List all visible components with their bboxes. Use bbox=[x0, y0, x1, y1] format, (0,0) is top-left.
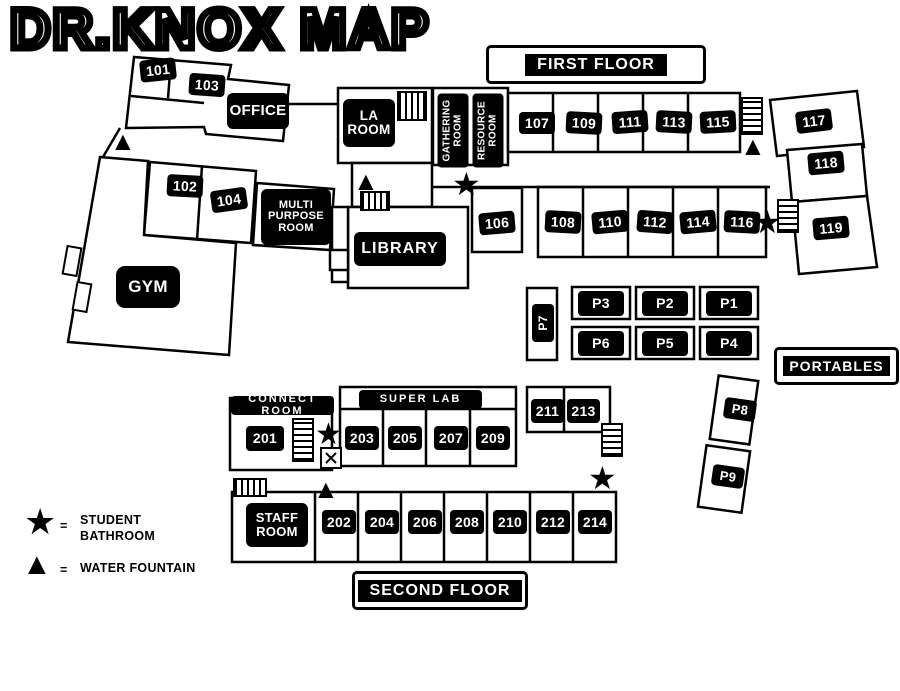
wall-superlab-interior bbox=[340, 407, 516, 466]
room-label-207: 207 bbox=[434, 426, 468, 450]
room-label-212: 212 bbox=[536, 510, 570, 534]
room-label-203: 203 bbox=[345, 426, 379, 450]
room-label-113: 113 bbox=[655, 110, 693, 134]
room-label-101: 101 bbox=[138, 57, 178, 83]
wall-lower-dividers bbox=[356, 492, 575, 562]
stairs-icon bbox=[233, 478, 267, 497]
second-floor-banner: SECOND FLOOR bbox=[352, 571, 528, 610]
water-fountain-icon: ▲ bbox=[110, 126, 136, 156]
room-label-office: OFFICE bbox=[227, 93, 289, 129]
wall-small-box bbox=[328, 248, 350, 272]
room-label-106: 106 bbox=[478, 210, 516, 236]
room-label-210: 210 bbox=[493, 510, 527, 534]
wall-office-gym-link bbox=[101, 127, 122, 158]
room-label-p4: P4 bbox=[706, 331, 752, 356]
room-label-107: 107 bbox=[519, 112, 555, 134]
room-label-multi-purpose: MULTI PURPOSE ROOM bbox=[261, 189, 331, 245]
wall-gym bbox=[66, 155, 238, 357]
first-floor-banner: FIRST FLOOR bbox=[486, 45, 706, 84]
stairs-icon bbox=[741, 97, 763, 135]
room-label-214: 214 bbox=[578, 510, 612, 534]
room-label-103: 103 bbox=[188, 72, 226, 98]
room-label-p8: P8 bbox=[722, 396, 758, 423]
room-label-202: 202 bbox=[322, 510, 356, 534]
room-label-115: 115 bbox=[699, 110, 737, 134]
room-label-204: 204 bbox=[365, 510, 399, 534]
legend-triangle-icon: ▲ bbox=[22, 548, 52, 581]
student-bathroom-icon: ★ bbox=[315, 418, 342, 451]
room-label-109: 109 bbox=[565, 111, 603, 135]
room-label-connect-room: CONNECT ROOM bbox=[231, 393, 334, 416]
room-label-super-lab: SUPER LAB bbox=[359, 390, 482, 409]
legend-equals: = bbox=[60, 563, 68, 577]
room-label-209: 209 bbox=[476, 426, 510, 450]
stairs-icon bbox=[360, 191, 390, 211]
room-label-118: 118 bbox=[807, 150, 845, 176]
room-label-gathering-room: GATHERING ROOM bbox=[437, 93, 469, 168]
room-label-resource-room: RESOURCE ROOM bbox=[472, 93, 504, 168]
legend-star-icon: ★ bbox=[24, 501, 57, 542]
room-label-119: 119 bbox=[812, 215, 850, 241]
room-label-la-room: LA ROOM bbox=[343, 99, 395, 147]
room-label-staff-room: STAFF ROOM bbox=[246, 503, 308, 547]
room-label-p2: P2 bbox=[642, 291, 688, 316]
portables-banner: PORTABLES bbox=[774, 347, 899, 385]
room-label-p7: P7 bbox=[532, 304, 554, 342]
legend-equals: = bbox=[60, 519, 68, 533]
legend-student-bathroom-label: STUDENT BATHROOM bbox=[80, 513, 156, 544]
student-bathroom-icon: ★ bbox=[588, 460, 617, 496]
water-fountain-icon: ▲ bbox=[740, 131, 766, 161]
second-floor-banner-label: SECOND FLOOR bbox=[357, 579, 523, 602]
portables-banner-label: PORTABLES bbox=[783, 356, 890, 376]
room-label-201: 201 bbox=[246, 426, 284, 451]
room-label-213: 213 bbox=[567, 399, 600, 423]
room-label-p5: P5 bbox=[642, 331, 688, 356]
x-marker-glyph bbox=[325, 452, 337, 464]
room-label-114: 114 bbox=[679, 209, 717, 235]
room-label-111: 111 bbox=[611, 109, 649, 135]
legend-water-fountain-label: WATER FOUNTAIN bbox=[80, 561, 196, 575]
room-label-205: 205 bbox=[388, 426, 422, 450]
student-bathroom-icon: ★ bbox=[452, 166, 481, 202]
room-label-206: 206 bbox=[408, 510, 442, 534]
stairs-icon bbox=[777, 199, 799, 233]
room-label-102: 102 bbox=[166, 174, 204, 198]
water-fountain-icon: ▲ bbox=[353, 166, 379, 196]
room-label-p9: P9 bbox=[710, 463, 746, 490]
stairs-icon bbox=[292, 418, 314, 462]
map-title: DR.KNOX MAP bbox=[6, 0, 431, 64]
student-bathroom-icon: ★ bbox=[753, 204, 782, 240]
room-label-211: 211 bbox=[531, 399, 564, 423]
room-label-117: 117 bbox=[794, 107, 834, 135]
water-fountain-icon: ▲ bbox=[313, 474, 339, 504]
room-label-p6: P6 bbox=[578, 331, 624, 356]
stairs-icon bbox=[601, 423, 623, 457]
stairs-icon bbox=[397, 91, 427, 121]
room-label-110: 110 bbox=[591, 209, 629, 235]
room-label-gym: GYM bbox=[116, 266, 180, 308]
room-label-library: LIBRARY bbox=[354, 232, 446, 266]
first-floor-banner-label: FIRST FLOOR bbox=[525, 53, 667, 76]
x-marker bbox=[320, 447, 342, 469]
room-label-p1: P1 bbox=[706, 291, 752, 316]
room-label-108: 108 bbox=[544, 210, 582, 234]
room-label-p3: P3 bbox=[578, 291, 624, 316]
room-label-208: 208 bbox=[450, 510, 484, 534]
room-label-112: 112 bbox=[636, 209, 674, 235]
